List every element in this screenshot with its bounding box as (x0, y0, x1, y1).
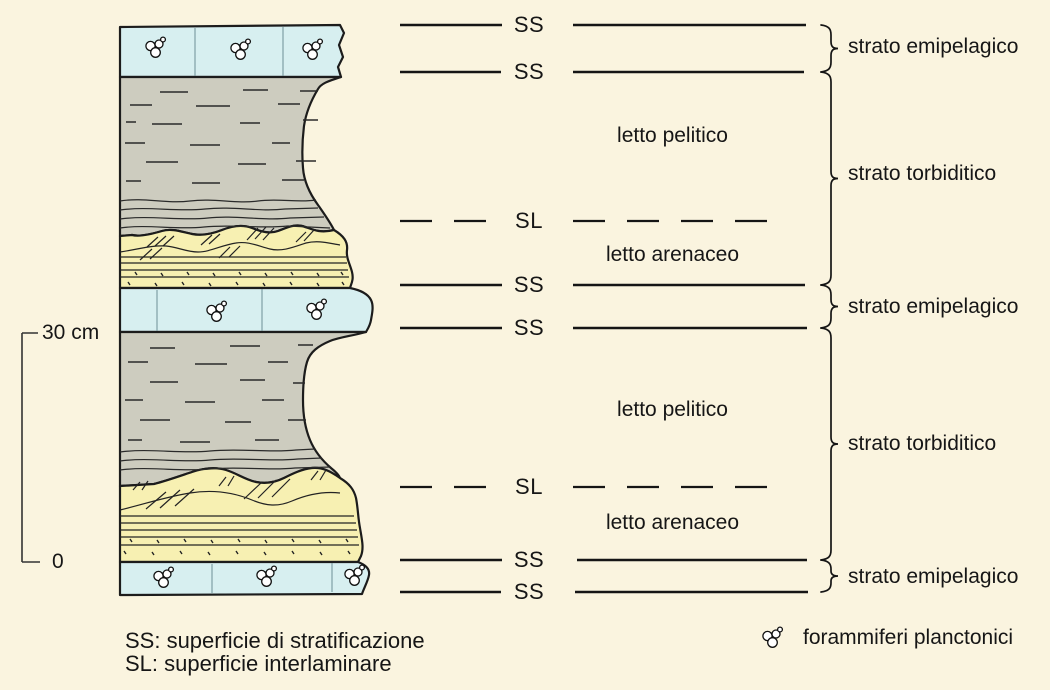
strata-label-hemipelagic-3: strato emipelagico (848, 565, 1019, 588)
scale-bar (21, 332, 40, 563)
legend-abbreviations: SS: superficie di stratificazione SL: su… (125, 629, 425, 675)
parallel-laminae-upper (120, 256, 349, 287)
surface-marker-ss-6: SS (513, 579, 545, 604)
bed-label-pelitic-1: letto pelitico (617, 124, 728, 147)
surface-marker-ss-4: SS (513, 315, 545, 340)
surface-marker-ss-1: SS (513, 12, 545, 37)
legend-foram-label: forammiferi planctonici (803, 626, 1014, 649)
ripple-cross-lamination-upper (119, 226, 341, 261)
strata-label-hemipelagic-2: strato emipelagico (848, 295, 1019, 318)
bed-label-arenaceous-2: letto arenaceo (605, 511, 740, 534)
unit-hemipelagic-bottom (118, 560, 371, 597)
ripple-cross-lamination-lower (119, 469, 341, 511)
scale-bottom-label: 0 (52, 550, 64, 573)
hemipelagic-partings (156, 27, 333, 593)
scale-top-label: 30 cm (42, 321, 100, 344)
surface-marker-sl-2: SL (515, 474, 543, 499)
surface-marker-ss-5: SS (513, 547, 545, 572)
parallel-laminae-lower (120, 515, 359, 556)
legend-ss-definition: SS: superficie di stratificazione (125, 628, 425, 653)
unit-hemipelagic-middle (118, 286, 374, 334)
strata-label-turbiditic-2: strato torbiditico (848, 432, 997, 455)
surface-marker-sl-1: SL (515, 208, 543, 233)
unit-sandstone-lower (118, 466, 364, 564)
surface-marker-ss-2: SS (513, 59, 545, 84)
legend-sl-definition: SL: superficie interlaminare (125, 651, 392, 676)
bed-label-arenaceous-1: letto arenaceo (605, 243, 740, 266)
strata-braces (820, 24, 839, 593)
legend-foram-icon (762, 626, 784, 648)
unit-pelite-upper (118, 75, 343, 238)
surface-lines (400, 23, 808, 594)
unit-pelite-lower (118, 330, 368, 488)
surface-marker-ss-3: SS (513, 272, 545, 297)
pelite-dash-marks (125, 89, 318, 443)
bed-label-pelitic-2: letto pelitico (617, 398, 728, 421)
strata-label-hemipelagic-1: strato emipelagico (848, 35, 1019, 58)
pelite-wavy-laminae (119, 199, 332, 471)
strata-label-turbiditic-1: strato torbiditico (848, 162, 997, 185)
